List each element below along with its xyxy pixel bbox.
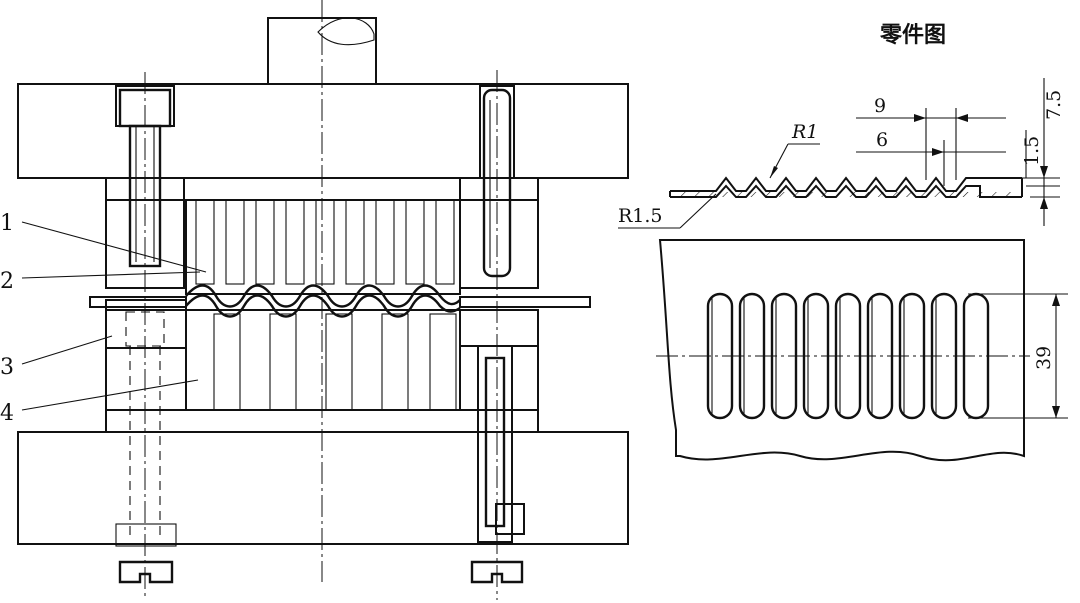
upper-die-plate xyxy=(17,83,629,179)
callout-4: 4 xyxy=(0,401,14,426)
part-drawing-title: 零件图 xyxy=(879,23,946,48)
callout-3: 3 xyxy=(0,355,14,380)
die-assembly: 1 2 3 4 xyxy=(0,0,629,600)
dim-9: 9 xyxy=(874,95,886,117)
part-drawing: 零件图 R1 R1.5 9 6 7.5 xyxy=(618,23,1068,462)
callout-2: 2 xyxy=(0,269,14,294)
callout-leaders xyxy=(21,221,207,411)
upper-punches xyxy=(185,199,461,295)
dim-r1-5: R1.5 xyxy=(618,205,663,227)
dim-1-5: 1.5 xyxy=(1021,136,1043,166)
cap-screw-left xyxy=(115,88,177,584)
part-plan-view: 39 xyxy=(656,239,1068,462)
dim-7-5: 7.5 xyxy=(1043,90,1065,120)
part-profile xyxy=(669,176,1023,198)
lower-die-plate xyxy=(17,345,629,545)
slot-row xyxy=(706,292,990,420)
dim-6: 6 xyxy=(876,129,888,151)
dim-39: 39 xyxy=(1033,346,1055,370)
dim-r1: R1 xyxy=(791,121,818,143)
callout-1: 1 xyxy=(0,211,14,236)
